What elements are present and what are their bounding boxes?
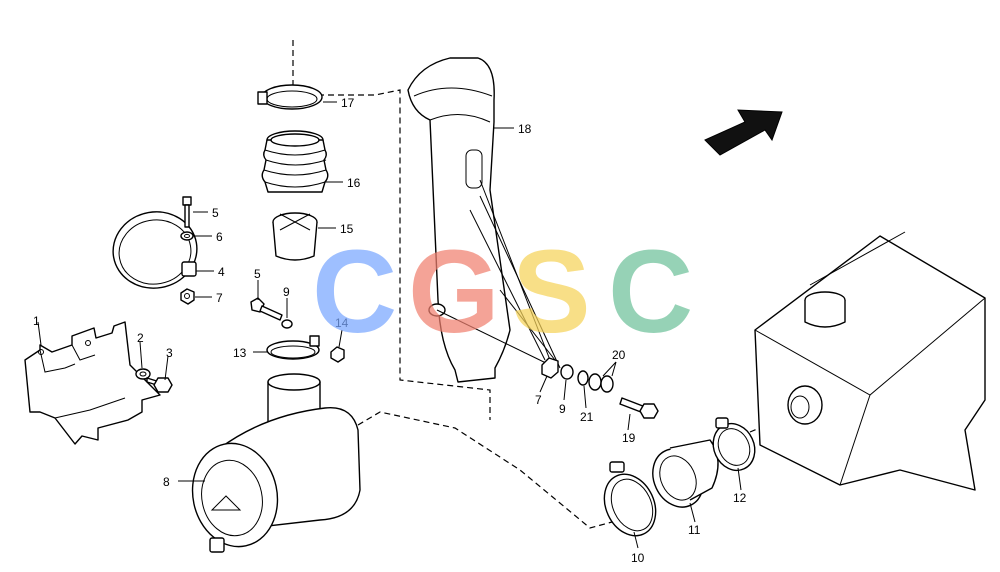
- hose-clamp-part: [712, 417, 756, 472]
- callout-5-top: 5: [212, 206, 219, 220]
- callout-9-left: 9: [283, 285, 290, 299]
- callout-10: 10: [631, 551, 645, 565]
- band-clamp-part: [112, 211, 198, 289]
- callout-labels: 1 2 3 4 5 6 7 5 9 14 13 17 16 15 18 8 7 …: [33, 96, 747, 565]
- watermark-letter-1: C: [312, 226, 397, 358]
- watermark: C G S C: [312, 226, 693, 358]
- adapter-part: [272, 212, 318, 261]
- washer-part: [180, 231, 194, 241]
- washer-part: [281, 319, 293, 329]
- callout-17: 17: [341, 96, 355, 110]
- washer-part: [135, 368, 151, 380]
- spacer-part: [577, 370, 589, 386]
- callout-18: 18: [518, 122, 532, 136]
- callout-12: 12: [733, 491, 747, 505]
- callout-20: 20: [612, 348, 626, 362]
- callout-8: 8: [163, 475, 170, 489]
- callout-2: 2: [137, 331, 144, 345]
- callout-3: 3: [166, 346, 173, 360]
- callout-13: 13: [233, 346, 247, 360]
- washer-part: [560, 364, 574, 380]
- hose-clamp-part: [257, 84, 323, 110]
- watermark-letter-4: C: [608, 226, 693, 358]
- hose-clamp-part: [603, 461, 657, 537]
- air-cleaner-part: [191, 373, 361, 553]
- watermark-letter-2: G: [408, 226, 500, 358]
- callout-14: 14: [335, 316, 349, 330]
- intake-pipe-part: [407, 57, 511, 383]
- rubber-elbow-part: [652, 439, 719, 508]
- hose-clamp-part: [266, 335, 320, 360]
- nut-part: [180, 288, 195, 305]
- bolt-part: [619, 397, 659, 419]
- callout-1: 1: [33, 314, 40, 328]
- callout-9-right: 9: [559, 402, 566, 416]
- callout-5-mid: 5: [254, 267, 261, 281]
- callout-4: 4: [218, 265, 225, 279]
- callout-15: 15: [340, 222, 354, 236]
- nut-part: [330, 346, 345, 363]
- manifold-housing-part: [754, 231, 986, 491]
- callout-21: 21: [580, 410, 594, 424]
- leader-lines: [436, 179, 561, 369]
- rubber-washer-part: [588, 373, 614, 393]
- watermark-letter-3: S: [512, 226, 591, 358]
- callout-7-left: 7: [216, 291, 223, 305]
- callout-19: 19: [622, 431, 636, 445]
- callout-11: 11: [688, 523, 701, 537]
- callout-16: 16: [347, 176, 361, 190]
- bracket-part: [24, 321, 161, 445]
- bellows-hose-part: [261, 130, 329, 193]
- callout-6: 6: [216, 230, 223, 244]
- bolt-part: [182, 196, 192, 228]
- direction-arrow: [704, 109, 783, 156]
- bolt-part: [250, 297, 283, 321]
- callout-7-right: 7: [535, 393, 542, 407]
- callout-leaders: [37, 101, 742, 549]
- nut-part: [541, 357, 559, 379]
- bolt-part: [146, 377, 173, 393]
